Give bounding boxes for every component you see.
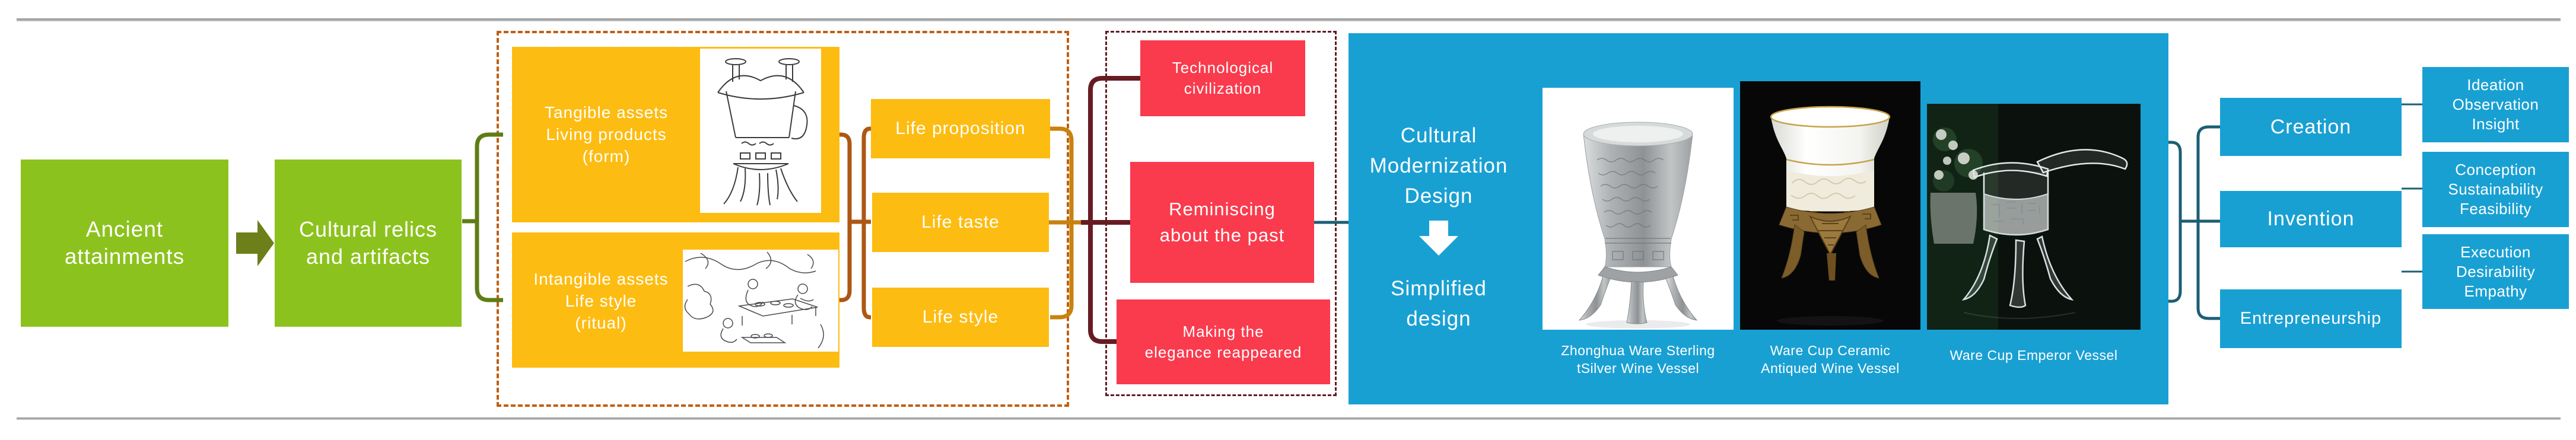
design-result-line1: Simplified	[1391, 277, 1487, 300]
cultural-relics-line1: Cultural relics	[298, 217, 438, 241]
value1-line1: Technological	[1172, 59, 1274, 76]
intangible-line2: Life style	[565, 292, 637, 310]
design-headline-line2: Modernization	[1369, 154, 1508, 177]
design-headline: Cultural Modernization Design	[1353, 120, 1525, 211]
tangible-assets-label: Tangible assets Living products (form)	[517, 101, 696, 167]
ancient-attainments-box: Ancient attainments	[21, 160, 228, 327]
life-taste-box: Life taste	[872, 193, 1049, 252]
reminiscing-past-box: Reminiscing about the past	[1130, 162, 1314, 283]
technological-civilization-box: Technological civilization	[1140, 40, 1305, 116]
creation-box: Creation	[2220, 98, 2402, 156]
caption1-line1: Zhonghua Ware Sterling	[1561, 343, 1715, 358]
invention-trait2: Sustainability	[2448, 180, 2543, 198]
jue-vessel-line-drawing	[700, 49, 821, 213]
entrepreneurship-trait3: Empathy	[2464, 282, 2527, 300]
life-style-label: Life style	[922, 307, 999, 327]
caption1-line2: tSilver Wine Vessel	[1576, 361, 1700, 376]
life-proposition-label: Life proposition	[895, 119, 1026, 138]
value3-line2: elegance reappeared	[1144, 343, 1302, 361]
tangible-assets-box: Tangible assets Living products (form)	[512, 47, 839, 222]
bottom-rule-line	[17, 417, 2561, 420]
elegance-reappeared-box: Making the elegance reappeared	[1117, 299, 1330, 384]
intangible-line3: (ritual)	[575, 314, 627, 332]
caption-sterling-silver: Zhonghua Ware Sterling tSilver Wine Vess…	[1543, 342, 1734, 377]
creation-trait2: Observation	[2452, 95, 2539, 113]
flow-arrow-icon	[236, 220, 274, 266]
invention-label: Invention	[2267, 208, 2355, 230]
value1-line2: civilization	[1184, 79, 1262, 97]
sterling-silver-wine-vessel-photo	[1543, 88, 1734, 330]
emperor-wine-vessel-photo	[1927, 104, 2141, 330]
ancient-attainments-line1: Ancient	[85, 217, 164, 241]
teal-brace-pair	[2168, 125, 2220, 320]
intangible-assets-box: Intangible assets Life style (ritual)	[512, 232, 839, 368]
entrepreneurship-box: Entrepreneurship	[2220, 289, 2402, 348]
creation-trait1: Ideation	[2467, 76, 2524, 94]
caption2-line1: Ware Cup Ceramic	[1770, 343, 1891, 358]
entrepreneurship-traits-box: Execution Desirability Empathy	[2422, 234, 2569, 309]
tangible-line2: Living products	[546, 125, 667, 144]
ceramic-antiqued-wine-vessel-photo	[1740, 81, 1920, 330]
value2-line1: Reminiscing	[1169, 199, 1276, 219]
caption2-line2: Antiqued Wine Vessel	[1761, 361, 1900, 376]
life-style-box: Life style	[872, 288, 1049, 347]
design-headline-line3: Design	[1404, 184, 1473, 208]
invention-box: Invention	[2220, 191, 2402, 247]
tangible-line1: Tangible assets	[544, 103, 668, 122]
caption-emperor-vessel: Ware Cup Emperor Vessel	[1927, 346, 2141, 364]
value3-line1: Making the	[1182, 322, 1264, 340]
ancient-attainments-line2: attainments	[64, 244, 185, 269]
entrepreneurship-trait1: Execution	[2460, 243, 2531, 261]
creation-trait3: Insight	[2472, 115, 2520, 133]
invention-trait3: Feasibility	[2459, 200, 2532, 218]
tangible-line3: (form)	[582, 147, 631, 165]
intangible-line1: Intangible assets	[533, 270, 669, 288]
top-rule-line	[17, 18, 2561, 21]
caption-ceramic-antiqued: Ware Cup Ceramic Antiqued Wine Vessel	[1740, 342, 1920, 377]
trait-connector-lines	[2402, 103, 2422, 273]
creation-traits-box: Ideation Observation Insight	[2422, 67, 2569, 142]
caption3-line1: Ware Cup Emperor Vessel	[1950, 347, 2118, 363]
creation-label: Creation	[2270, 115, 2352, 138]
design-result: Simplified design	[1353, 273, 1525, 334]
cultural-relics-line2: and artifacts	[306, 244, 431, 269]
life-taste-label: Life taste	[921, 212, 1000, 232]
entrepreneurship-label: Entrepreneurship	[2240, 309, 2382, 328]
intangible-assets-label: Intangible assets Life style (ritual)	[512, 268, 690, 334]
life-proposition-box: Life proposition	[871, 99, 1050, 158]
entrepreneurship-trait2: Desirability	[2456, 262, 2536, 280]
invention-trait1: Conception	[2455, 161, 2536, 178]
invention-traits-box: Conception Sustainability Feasibility	[2422, 152, 2569, 227]
cultural-relics-box: Cultural relics and artifacts	[275, 160, 462, 327]
value2-line2: about the past	[1159, 225, 1285, 245]
design-result-line2: design	[1406, 307, 1471, 330]
design-headline-line1: Cultural	[1400, 124, 1477, 147]
banquet-scene-line-drawing	[683, 250, 838, 352]
